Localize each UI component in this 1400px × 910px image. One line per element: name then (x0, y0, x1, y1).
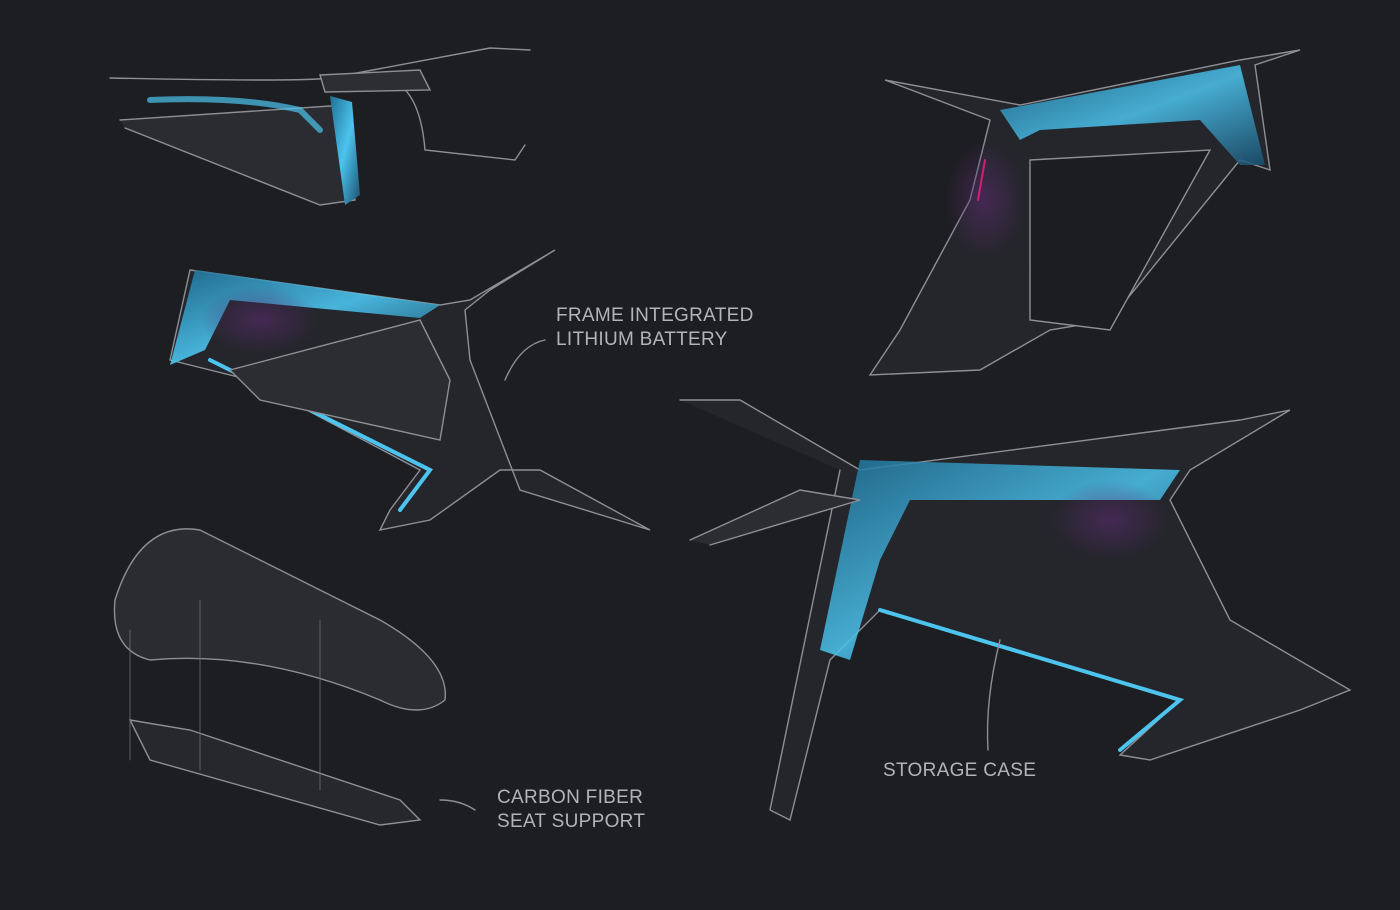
battery-annotation: FRAME INTEGRATED LITHIUM BATTERY (556, 304, 754, 352)
battery-frame-sketch (169, 249, 651, 531)
arrow-seat (439, 799, 476, 811)
seat-annotation-line1: CARBON FIBER (497, 787, 644, 808)
saddle-sketch (113, 528, 446, 826)
frame-view-main (679, 399, 1352, 822)
storage-annotation: STORAGE CASE (883, 759, 1036, 783)
battery-annotation-line1: FRAME INTEGRATED (556, 305, 754, 326)
seat-annotation: CARBON FIBER SEAT SUPPORT (497, 786, 645, 834)
storage-annotation-line1: STORAGE CASE (883, 760, 1037, 781)
seat-annotation-line2: SEAT SUPPORT (497, 811, 646, 832)
battery-annotation-line2: LITHIUM BATTERY (556, 329, 728, 350)
frame-view-top-right (868, 49, 1301, 376)
arrow-battery (504, 339, 546, 381)
handlebar-sketch (109, 47, 531, 206)
arrow-storage (986, 639, 1001, 751)
